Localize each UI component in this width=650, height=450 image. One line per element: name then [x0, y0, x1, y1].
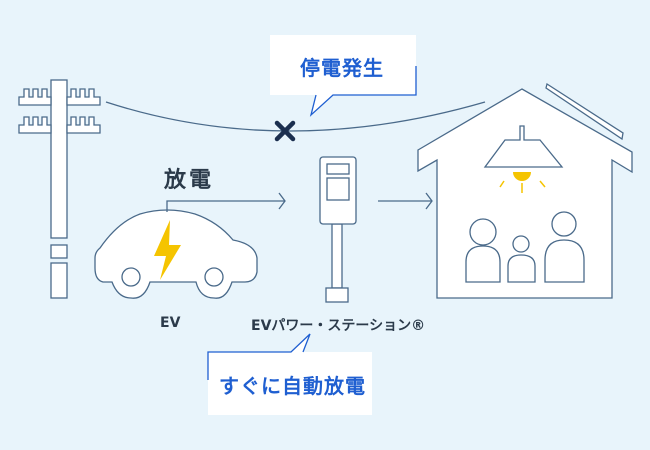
house-icon [417, 82, 633, 299]
discharge-callout-text: すぐに自動放電 [219, 374, 366, 398]
station-label: EVパワー・ステーション® [251, 318, 426, 334]
outage-callout [270, 35, 417, 117]
ev-power-station-icon [319, 156, 357, 303]
lightning-bolt-icon [154, 220, 181, 280]
ceiling-lamp-icon [483, 125, 564, 168]
solar-panel-icon [545, 82, 624, 141]
outage-callout-text: 停電発生 [300, 56, 384, 80]
discharge-arrow [166, 192, 286, 212]
ev-car-icon [94, 209, 258, 299]
utility-pole-icon [18, 79, 101, 299]
supply-arrow [378, 192, 433, 210]
outage-cross-icon [274, 120, 296, 142]
ev-label: EV [160, 315, 181, 331]
family-icon [465, 211, 585, 283]
power-line [105, 101, 486, 132]
discharge-label: 放電 [164, 168, 215, 193]
discharge-callout [207, 333, 372, 415]
